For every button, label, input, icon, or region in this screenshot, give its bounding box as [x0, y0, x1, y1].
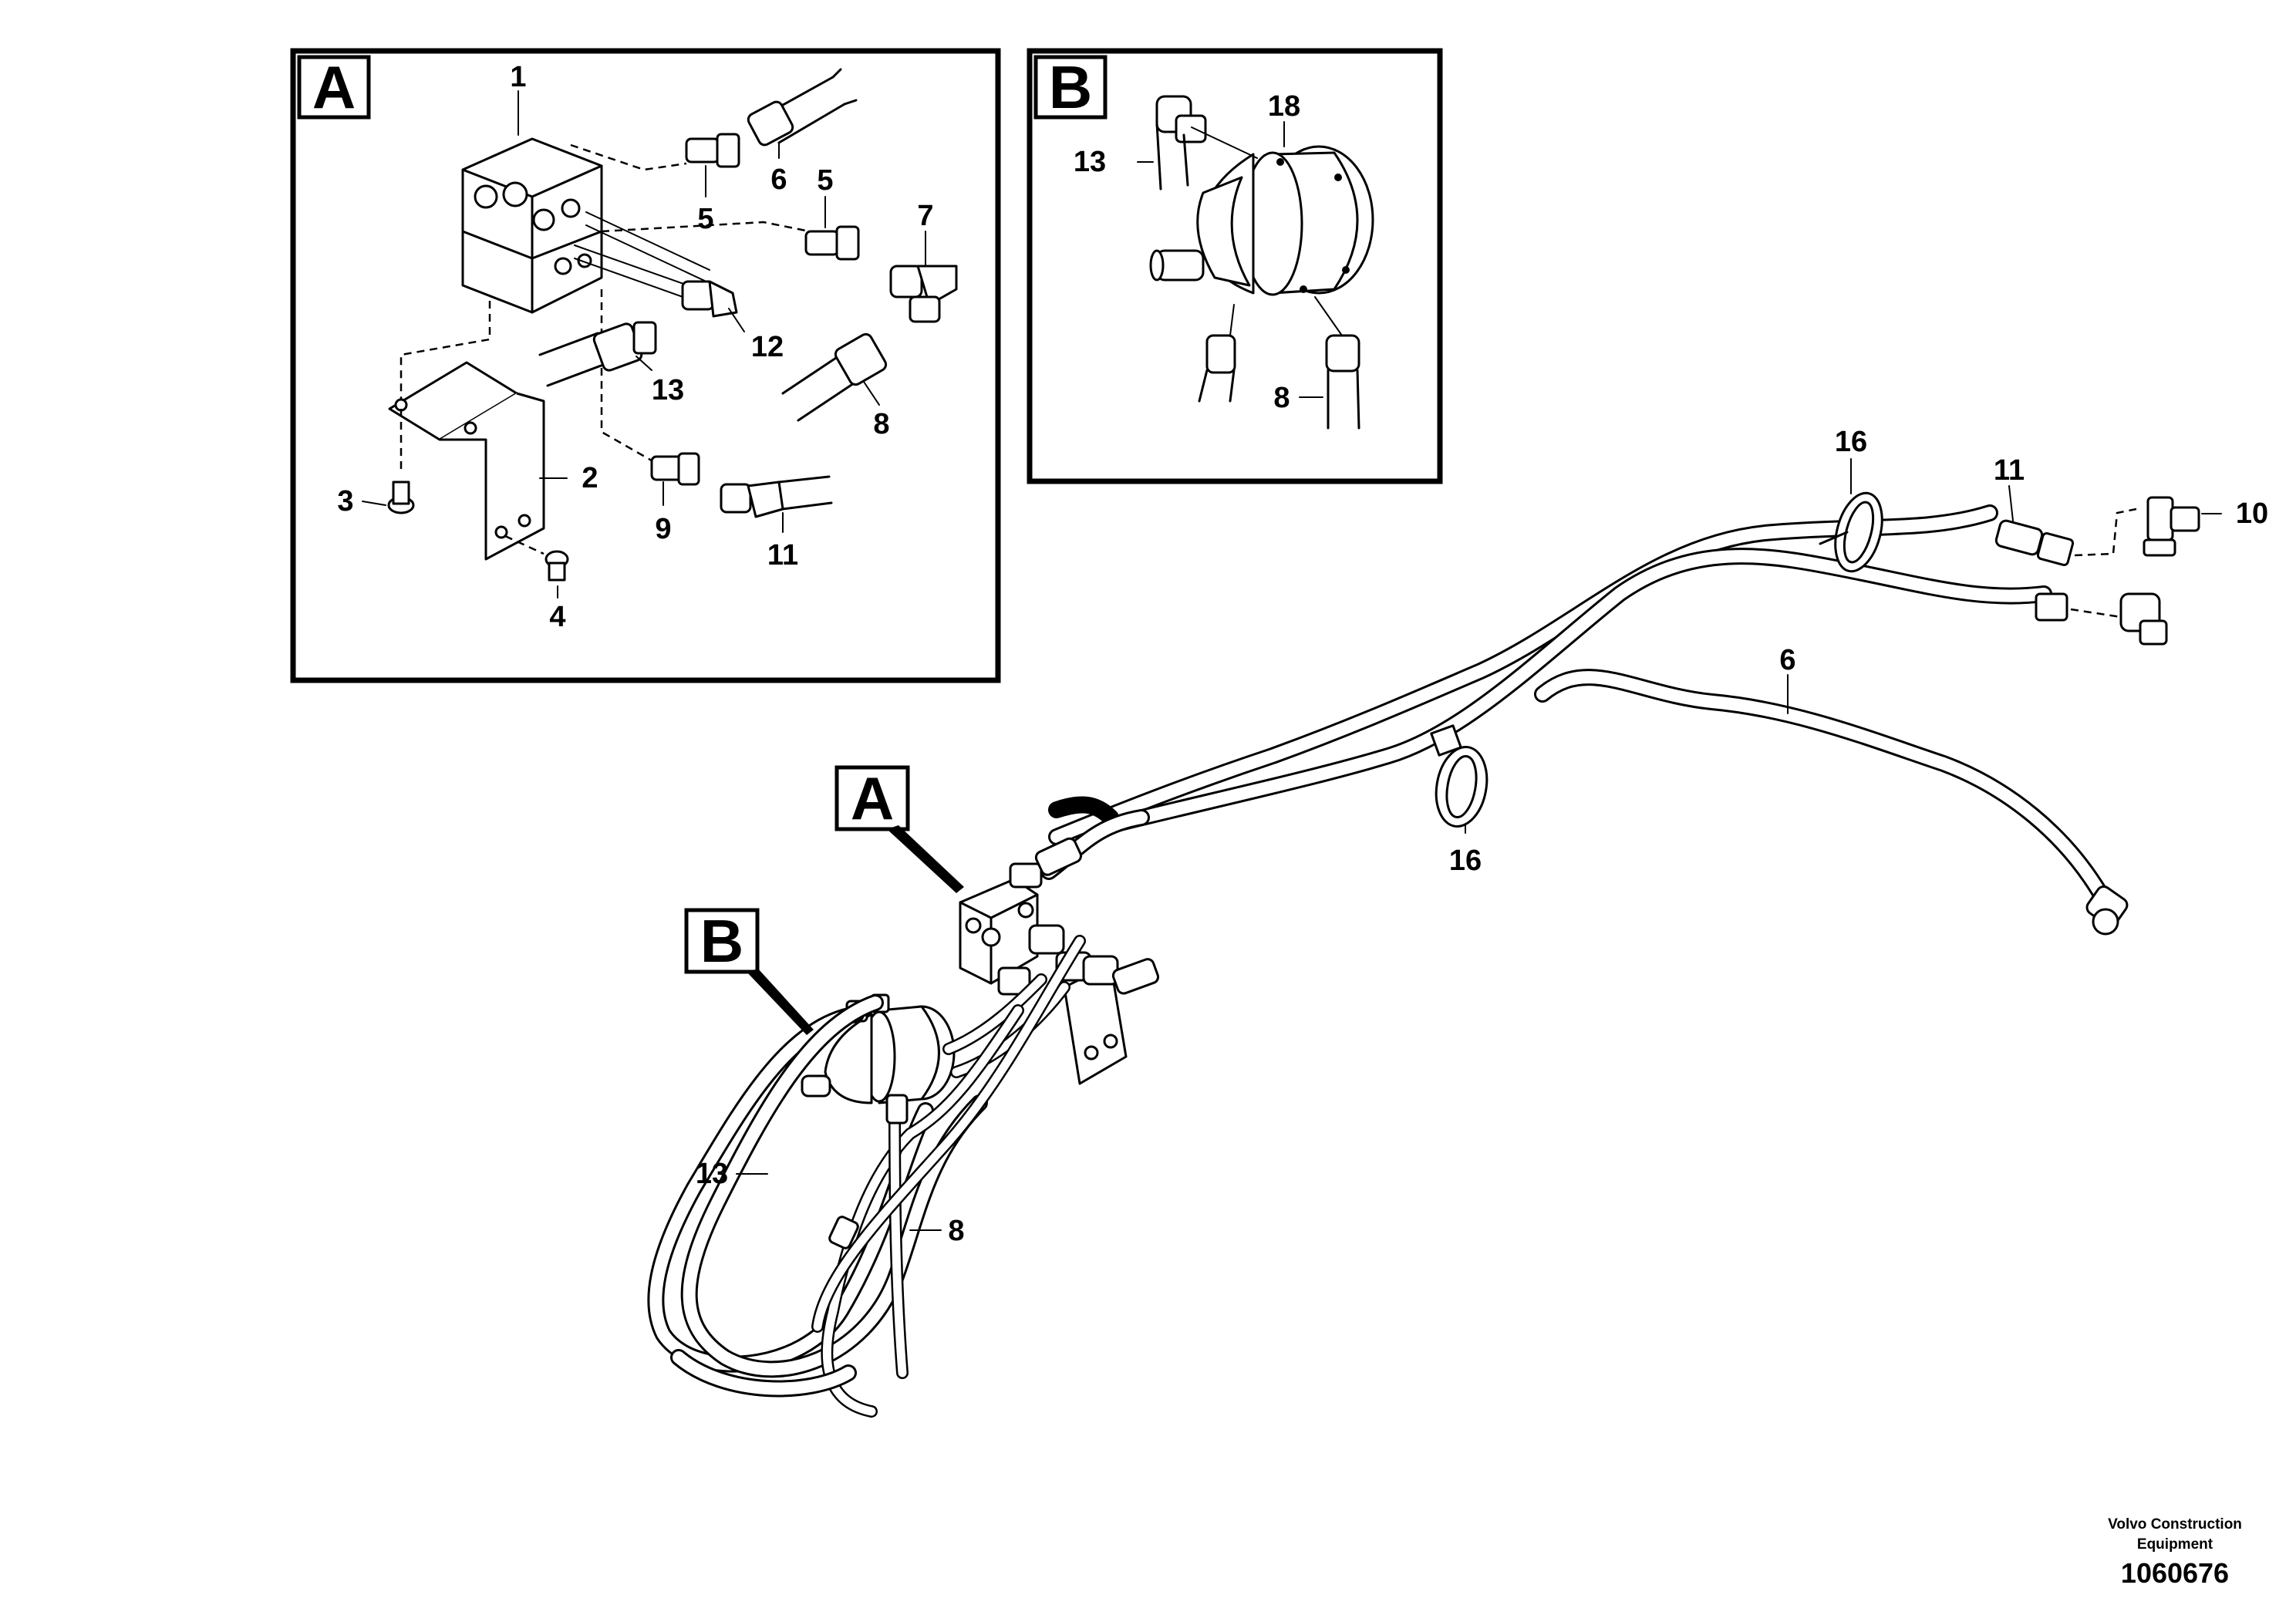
- footer-company-line1: Volvo Construction: [2108, 1516, 2242, 1533]
- footer-block: Volvo Construction Equipment 1060676: [2108, 1516, 2242, 1589]
- hose-8-detail: [781, 332, 888, 422]
- brake-chamber-main: [801, 993, 956, 1104]
- fitting-11-main: [1994, 519, 2075, 566]
- label-a-12: 12: [751, 331, 784, 363]
- clamp-16-right: [1819, 491, 1883, 573]
- bolt-4: [504, 534, 569, 582]
- label-main-11: 11: [1994, 454, 2025, 487]
- fitting-b-lower-left: [1198, 334, 1236, 403]
- detail-b-panel: B: [1027, 48, 1443, 484]
- elbow-12: [681, 280, 738, 318]
- label-a-11: 11: [767, 539, 798, 572]
- drawing-number: 1060676: [2121, 1557, 2229, 1589]
- detail-a-letter: A: [312, 53, 356, 121]
- callout-b-letter: B: [700, 907, 743, 975]
- label-main-6: 6: [1779, 644, 1795, 676]
- brake-chamber-18: [1149, 145, 1374, 296]
- label-main-16-right: 16: [1835, 426, 1867, 458]
- detail-a-panel: A: [290, 48, 1001, 683]
- tee-fitting-10: [2143, 496, 2200, 557]
- hose-13-detail: [538, 321, 657, 387]
- hose-8-b: [1325, 334, 1360, 430]
- main-assembly: A B 16 16 11 10 6 13 8: [647, 426, 2268, 1418]
- hose-6-end-fitting: [2085, 885, 2129, 936]
- label-main-16-middle: 16: [1449, 845, 1482, 877]
- label-main-8: 8: [948, 1215, 964, 1247]
- label-b-13: 13: [1074, 146, 1106, 178]
- fitting-5-mid: [804, 225, 860, 261]
- label-a-3: 3: [337, 485, 353, 518]
- bolt-3: [387, 409, 415, 514]
- label-a-4: 4: [549, 601, 565, 633]
- detail-b-letter: B: [1049, 53, 1092, 121]
- fitting-lower-right: [2035, 592, 2068, 622]
- label-a-7: 7: [917, 200, 933, 232]
- bracket-main: [1063, 963, 1128, 1085]
- hose-6-detail: [747, 68, 858, 147]
- callout-b: B: [684, 907, 814, 1035]
- fitting-5-top: [685, 133, 740, 168]
- label-a-6: 6: [770, 164, 787, 196]
- callout-a: A: [834, 764, 964, 893]
- callout-a-letter: A: [851, 764, 894, 832]
- valve-block: [461, 137, 603, 314]
- detail-b-badge: [1033, 55, 1108, 120]
- label-a-2: 2: [582, 462, 598, 494]
- label-main-13: 13: [696, 1158, 728, 1190]
- valve-block-main: [959, 837, 1083, 985]
- block-fittings: [997, 924, 1160, 996]
- label-b-8: 8: [1273, 382, 1290, 414]
- clamp-16-middle: [1430, 724, 1489, 828]
- label-a-8: 8: [873, 408, 889, 440]
- label-a-9: 9: [655, 513, 671, 545]
- hose-clip: [828, 1216, 859, 1249]
- elbow-7: [889, 265, 958, 323]
- detail-a-badge: [297, 55, 371, 120]
- elbow-13-b: [1155, 95, 1207, 191]
- label-main-10: 10: [2236, 497, 2268, 530]
- label-b-18: 18: [1268, 90, 1300, 123]
- elbow-fitting-right: [2119, 592, 2168, 646]
- label-a-5-top: 5: [697, 203, 713, 235]
- label-a-5-mid: 5: [817, 164, 833, 197]
- fitting-9: [650, 452, 700, 486]
- label-a-13: 13: [652, 374, 684, 406]
- bracket-2: [388, 361, 545, 561]
- label-a-1: 1: [510, 61, 526, 93]
- footer-company-line2: Equipment: [2137, 1536, 2213, 1553]
- elbow-11-detail: [720, 475, 833, 518]
